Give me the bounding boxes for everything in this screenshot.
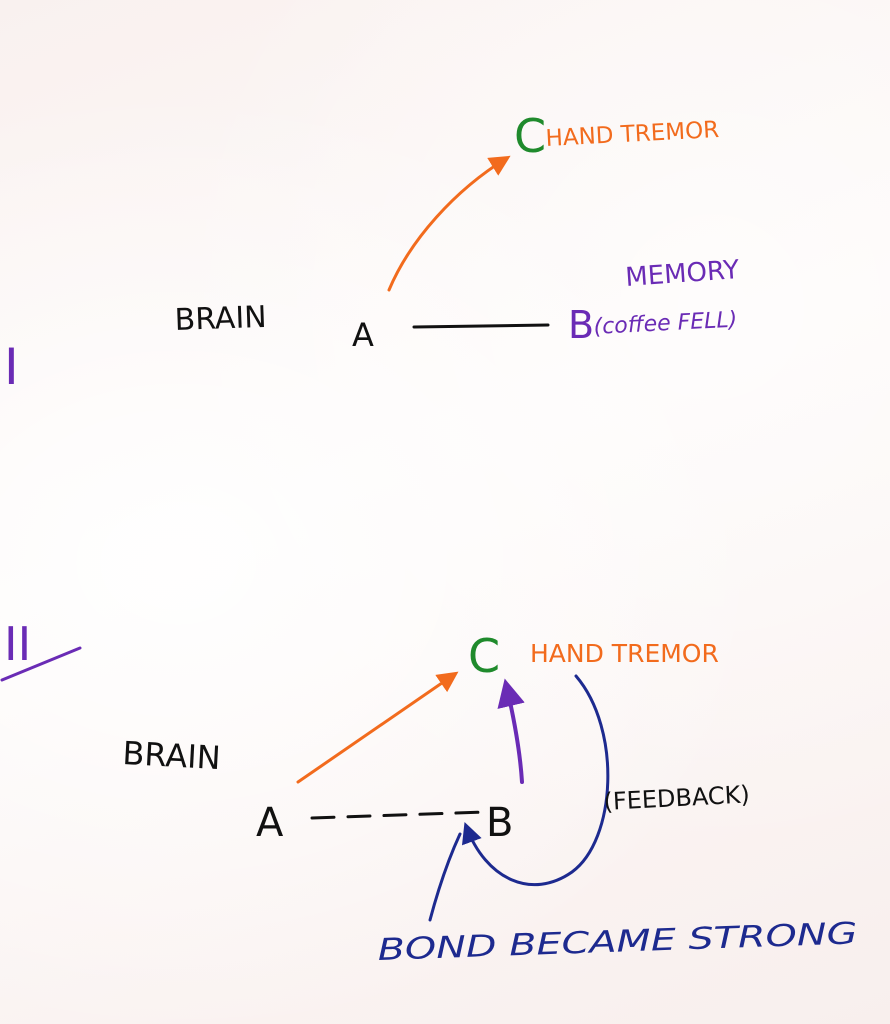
numeral-two-underline (0, 646, 82, 682)
diagram-two: II C HAND TREMOR BRAIN A B (FEEDBACK) BO… (0, 617, 858, 968)
node-c-caption: HAND TREMOR (545, 117, 720, 152)
diagram-one: I C HAND TREMOR BRAIN A MEMORY B (coffee… (4, 109, 740, 396)
bond-label: BOND BECAME STRONG (377, 916, 858, 968)
brain-label-two: BRAIN (122, 734, 222, 777)
tremor-to-memory-arrow (497, 678, 525, 784)
numeral-two: II (4, 617, 31, 671)
feedback-label: (FEEDBACK) (603, 780, 751, 816)
node-a-label: A (352, 316, 374, 354)
node-b-caption: (coffee FELL) (593, 308, 738, 340)
brain-to-tremor-arrow-two (296, 671, 459, 784)
node-b-label-two: B (486, 800, 513, 846)
memory-link-line (412, 323, 550, 329)
node-c-caption-two: HAND TREMOR (530, 639, 719, 668)
brain-label: BRAIN (174, 300, 267, 338)
brain-to-tremor-arrow (387, 155, 511, 292)
memory-label: MEMORY (624, 255, 740, 293)
node-b-label: B (568, 303, 594, 347)
bond-pointer-line (428, 832, 462, 922)
feedback-loop-arrow (462, 674, 610, 887)
node-c-label: C (514, 109, 546, 163)
node-a-label-two: A (256, 800, 284, 846)
node-c-label-two: C (468, 629, 500, 683)
bond-link-line (310, 810, 488, 820)
numeral-one: I (4, 338, 19, 396)
